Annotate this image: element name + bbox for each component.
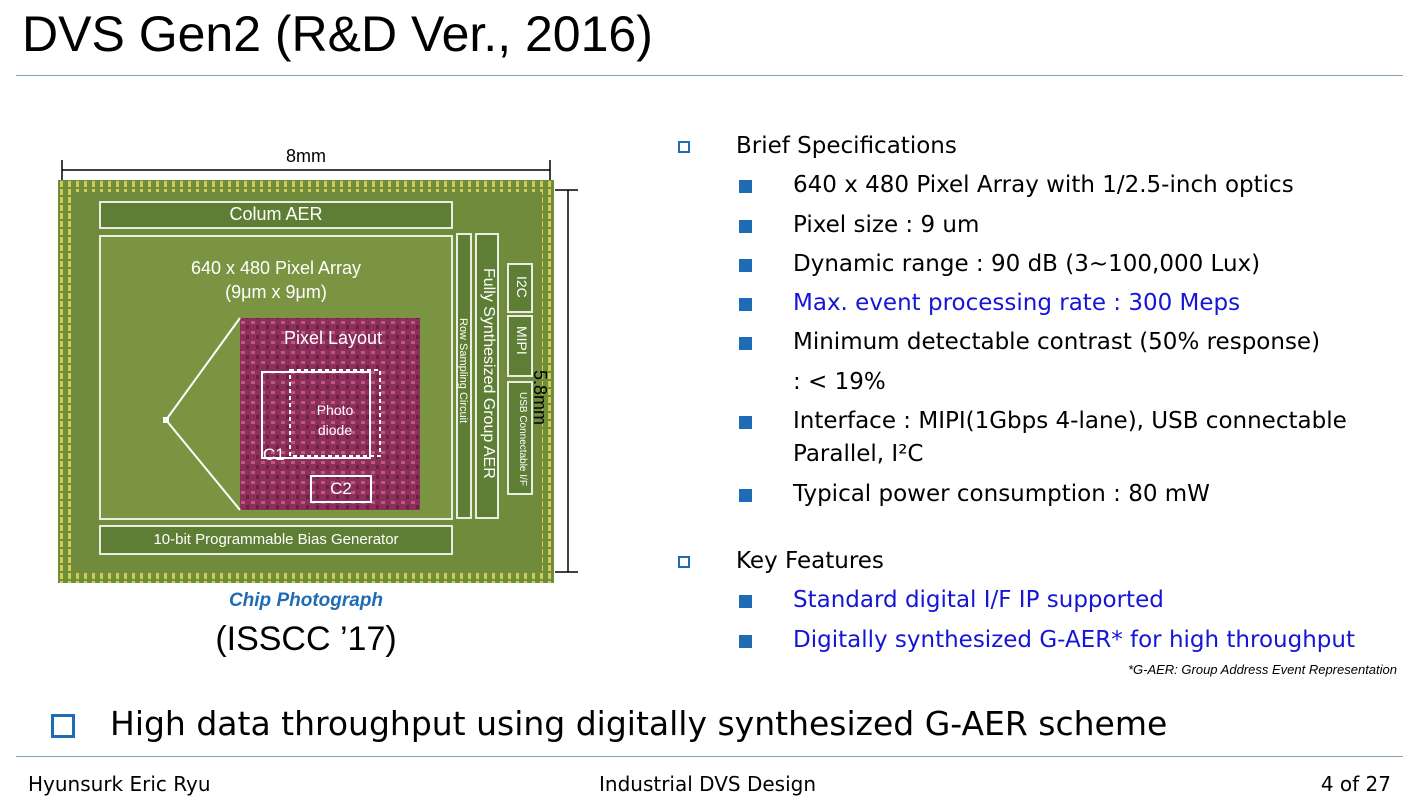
spec-item-continuation: : < 19% [793,369,886,395]
page-number: 4 of 27 [1320,772,1391,796]
bullet-solid-icon [739,337,752,350]
spec-item-continuation: Parallel, I²C [793,441,924,467]
dimension-width-label: 8mm [286,146,326,166]
block-pixel-layout: Pixel Layout [283,328,383,348]
spec-item: Typical power consumption : 80 mW [793,481,1210,507]
footer-author: Hyunsurk Eric Ryu [28,772,211,796]
bullet-hollow-icon [678,141,690,153]
spec-item: 640 x 480 Pixel Array with 1/2.5-inch op… [793,172,1294,198]
bullet-solid-icon [739,595,752,608]
spec-item: Minimum detectable contrast (50% respons… [793,329,1321,355]
block-c2: C2 [330,479,352,498]
title-divider [16,75,1403,76]
block-photodiode-line2: diode [317,422,353,438]
bullet-solid-icon [739,220,752,233]
figure-citation: (ISSCC ’17) [215,620,397,658]
bullet-solid-icon [739,416,752,429]
bullet-solid-icon [739,489,752,502]
specs-heading: Brief Specifications [736,133,957,159]
feature-item: Standard digital I/F IP supported [793,587,1164,613]
block-row-sampling: Row Sampling Circuit [457,318,469,424]
features-heading: Key Features [736,548,884,574]
block-photodiode-line1: Photo [316,402,354,418]
block-pixel-array-line1: 640 x 480 Pixel Array [190,258,362,278]
block-group-aer: Fully Synthesized Group AER [480,268,497,479]
block-i2c: I2C [514,276,530,298]
bullet-solid-icon [739,635,752,648]
bullet-solid-icon [739,259,752,272]
summary-statement: High data throughput using digitally syn… [110,704,1168,743]
bullet-solid-icon [739,180,752,193]
slide-title: DVS Gen2 (R&D Ver., 2016) [22,6,653,62]
footnote: *G-AER: Group Address Event Representati… [1127,662,1397,677]
spec-item: Dynamic range : 90 dB (3~100,000 Lux) [793,251,1261,277]
block-mipi: MIPI [514,326,530,355]
block-bias-generator: 10-bit Programmable Bias Generator [153,531,399,548]
dimension-height-label: 5.8mm [530,370,550,426]
bullet-hollow-icon [678,556,690,568]
bullet-hollow-icon [51,714,75,738]
bullet-solid-icon [739,298,752,311]
feature-item: Digitally synthesized G-AER* for high th… [793,627,1355,653]
spec-item-highlight: Max. event processing rate : 300 Meps [793,290,1241,316]
footer-topic: Industrial DVS Design [599,772,816,796]
figure-caption: Chip Photograph [228,590,384,611]
spec-item: Interface : MIPI(1Gbps 4-lane), USB conn… [793,408,1347,434]
footer-divider [16,756,1403,757]
chip-photograph: 8mm 5.8mm Colum AER 640 x 480 Pixel Arra… [50,140,590,600]
block-pixel-array-line2: (9μm x 9μm) [225,282,327,302]
block-column-aer: Colum AER [229,204,323,224]
block-c1: C1 [263,445,285,464]
spec-item: Pixel size : 9 um [793,212,980,238]
block-usb: USB Connectable I/F [517,392,528,486]
